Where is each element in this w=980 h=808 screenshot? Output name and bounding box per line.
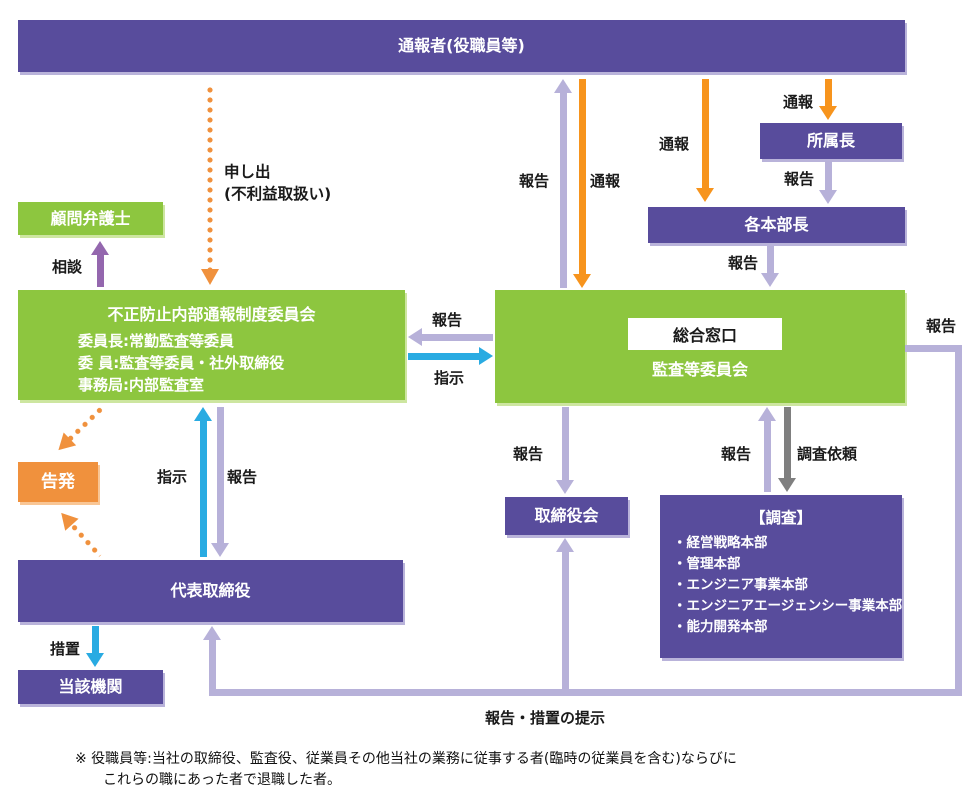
- investigation-item: ・エンジニア事業本部: [673, 577, 808, 593]
- board-of-directors-box: 取締役会: [505, 497, 628, 535]
- feedback-path-right-vertical: [955, 345, 962, 696]
- general-contact-window-box: 総合窓口: [628, 318, 782, 350]
- feedback-path-bottom-horizontal: [209, 689, 962, 696]
- whistle-down-arrow-to-supervisor: [819, 79, 837, 120]
- footnote-line2: これらの職にあった者で退職した者。: [103, 772, 341, 788]
- committee-members: 委員長:常勤監査等委員 委 員:監査等委員・社外取締役 事務局:内部監査室: [18, 330, 405, 396]
- division-heads-box: 各本部長: [648, 207, 905, 243]
- report-arrow-audit-to-committee: [408, 328, 493, 346]
- consult-arrow-to-advisor: [91, 241, 109, 287]
- whistle-label-divheads: 通報: [659, 135, 690, 153]
- investigation-box: 【調査】 ・経営戦略本部 ・管理本部 ・エンジニア事業本部 ・エンジニアエージェ…: [660, 495, 902, 658]
- authority-box: 当該機関: [18, 670, 163, 704]
- committee-title: 不正防止内部通報制度委員会: [107, 305, 316, 324]
- report-label-divheads: 報告: [728, 254, 759, 272]
- accusation-box: 告発: [18, 462, 98, 502]
- audit-committee-box: 総合窓口 監査等委員会: [495, 290, 905, 403]
- investigation-title: 【調査】: [749, 509, 812, 527]
- committee-member-line: 委 員:監査等委員・社外取締役: [78, 354, 285, 372]
- instruct-arrow-committee-to-audit: [408, 347, 493, 365]
- report-label-mid: 報告: [519, 172, 550, 190]
- audit-committee-label: 監査等委員会: [651, 360, 748, 379]
- measure-label: 措置: [50, 640, 81, 658]
- investigation-item: ・経営戦略本部: [673, 535, 768, 551]
- accusation-dotted-arrow-from-ceo: [54, 506, 107, 562]
- report-measures-label: 報告・措置の提示: [485, 709, 606, 727]
- feedback-path-left-vertical: [209, 640, 216, 689]
- investigation-item: ・エンジニアエージェンシー事業本部: [673, 598, 903, 614]
- accusation-dotted-arrow-from-committee: [52, 401, 109, 457]
- feedback-path-board-vertical: [562, 552, 569, 689]
- whistle-label-mid: 通報: [590, 172, 621, 190]
- application-label-line2: (不利益取扱い): [224, 185, 332, 203]
- feedback-arrowhead-to-board: [556, 538, 574, 552]
- advisor-lawyer-box: 顧問弁護士: [18, 202, 163, 235]
- feedback-path-top-horizontal: [905, 345, 962, 352]
- report-label-ceo: 報告: [227, 468, 258, 486]
- committee-member-line: 事務局:内部監査室: [78, 376, 204, 394]
- whistle-down-arrow-to-divheads: [696, 79, 714, 202]
- supervisor-box: 所属長: [760, 123, 902, 159]
- instruct-label-between: 指示: [434, 369, 465, 387]
- investigation-item: ・管理本部: [673, 556, 741, 572]
- whistle-down-arrow-to-audit: [573, 79, 591, 288]
- investigation-request-label: 調査依頼: [797, 445, 858, 463]
- report-arrow-investigation-to-audit: [758, 407, 776, 492]
- instruct-label-ceo: 指示: [157, 468, 188, 486]
- application-dotted-arrow: [201, 85, 219, 285]
- report-up-arrow-to-reporter: [554, 79, 572, 288]
- ceo-box: 代表取締役: [18, 560, 403, 622]
- report-label-between: 報告: [432, 311, 463, 329]
- fraud-prevention-committee-box: 不正防止内部通報制度委員会 委員長:常勤監査等委員 委 員:監査等委員・社外取締…: [18, 290, 405, 400]
- consult-label: 相談: [52, 258, 83, 276]
- investigation-request-arrow: [778, 407, 796, 492]
- report-label-board: 報告: [513, 445, 544, 463]
- report-arrow-supervisor-divheads: [819, 161, 837, 204]
- instruct-arrow-ceo-to-committee: [194, 407, 212, 557]
- reporter-box: 通報者(役職員等): [18, 20, 905, 72]
- report-label-investigation: 報告: [721, 445, 752, 463]
- investigation-items: ・経営戦略本部 ・管理本部 ・エンジニア事業本部 ・エンジニアエージェンシー事業…: [660, 533, 902, 638]
- report-arrow-divheads-audit: [761, 246, 779, 287]
- application-label-line1: 申し出: [224, 163, 271, 181]
- report-arrow-committee-to-ceo: [211, 407, 229, 557]
- investigation-item: ・能力開発本部: [673, 619, 768, 635]
- measure-arrow-to-authority: [86, 626, 104, 667]
- whistle-label-supervisor: 通報: [783, 93, 814, 111]
- report-label-right: 報告: [926, 317, 957, 335]
- report-arrow-audit-to-board: [556, 407, 574, 494]
- committee-member-line: 委員長:常勤監査等委員: [78, 332, 234, 350]
- report-label-supervisor: 報告: [784, 170, 815, 188]
- footnote-line1: ※ 役職員等:当社の取締役、監査役、従業員その他当社の業務に従事する者(臨時の従…: [75, 751, 737, 767]
- feedback-arrowhead-to-ceo: [203, 626, 221, 640]
